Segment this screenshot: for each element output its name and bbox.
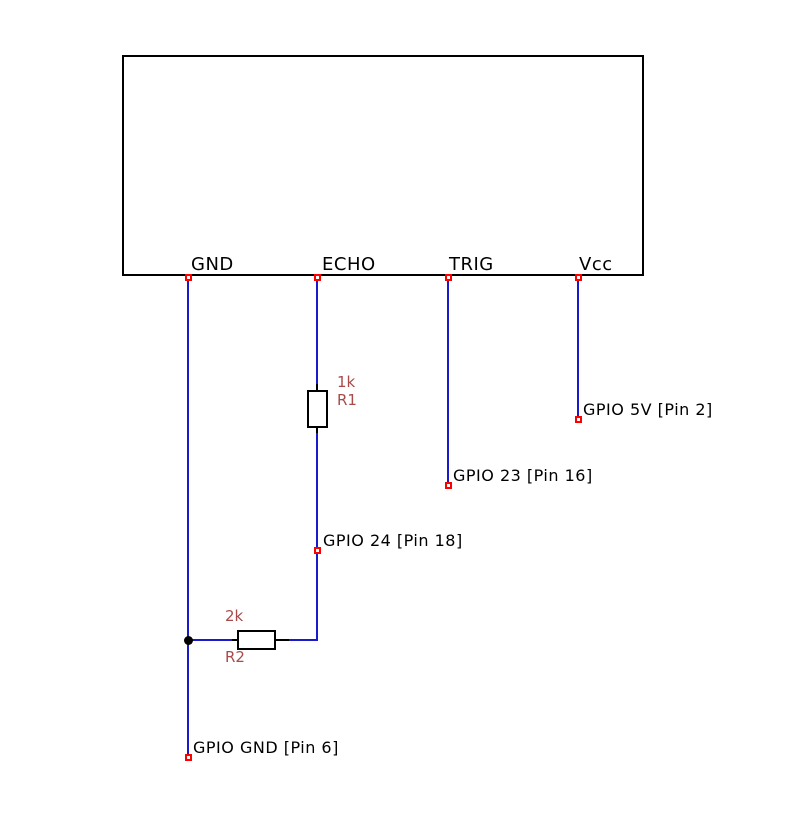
resistor-r1-value: 1k [337,373,356,391]
resistor-r1-designator: R1 [337,391,357,409]
net-label-gpio-5v: GPIO 5V [Pin 2] [583,400,713,419]
resistor-r2-value: 2k [225,607,244,625]
resistor-r2-lead-right [275,639,289,641]
resistor-r1-lead-top [316,384,318,391]
junction-dot[interactable] [184,636,193,645]
terminal-gpio-24[interactable] [314,547,321,554]
wire-gnd[interactable] [187,277,189,758]
wire-junction-to-r2[interactable] [188,639,232,641]
pin-label-vcc: Vcc [579,254,613,275]
pin-label-echo: ECHO [322,254,376,275]
terminal-gpio-gnd[interactable] [185,754,192,761]
terminal-pin-echo[interactable] [314,274,321,281]
pin-label-trig: TRIG [449,254,494,275]
wire-r2-to-echo[interactable] [288,639,318,641]
terminal-gpio-5v[interactable] [575,416,582,423]
terminal-pin-vcc[interactable] [575,274,582,281]
net-label-gpio-gnd: GPIO GND [Pin 6] [193,738,339,757]
wire-vcc[interactable] [577,277,579,419]
resistor-r2[interactable] [237,630,276,650]
wire-echo-upper[interactable] [316,277,318,384]
resistor-r2-designator: R2 [225,648,245,666]
pin-label-gnd: GND [191,254,234,275]
terminal-pin-trig[interactable] [445,274,452,281]
resistor-r1[interactable] [307,390,328,428]
resistor-r2-lead-left [231,639,238,641]
terminal-gpio-23[interactable] [445,482,452,489]
net-label-gpio-23: GPIO 23 [Pin 16] [453,466,593,485]
terminal-pin-gnd[interactable] [185,274,192,281]
sensor-component-body[interactable] [122,55,644,276]
wire-echo-lower[interactable] [316,433,318,641]
net-label-gpio-24: GPIO 24 [Pin 18] [323,531,463,550]
wire-trig[interactable] [447,277,449,485]
resistor-r1-lead-bottom [316,427,318,434]
